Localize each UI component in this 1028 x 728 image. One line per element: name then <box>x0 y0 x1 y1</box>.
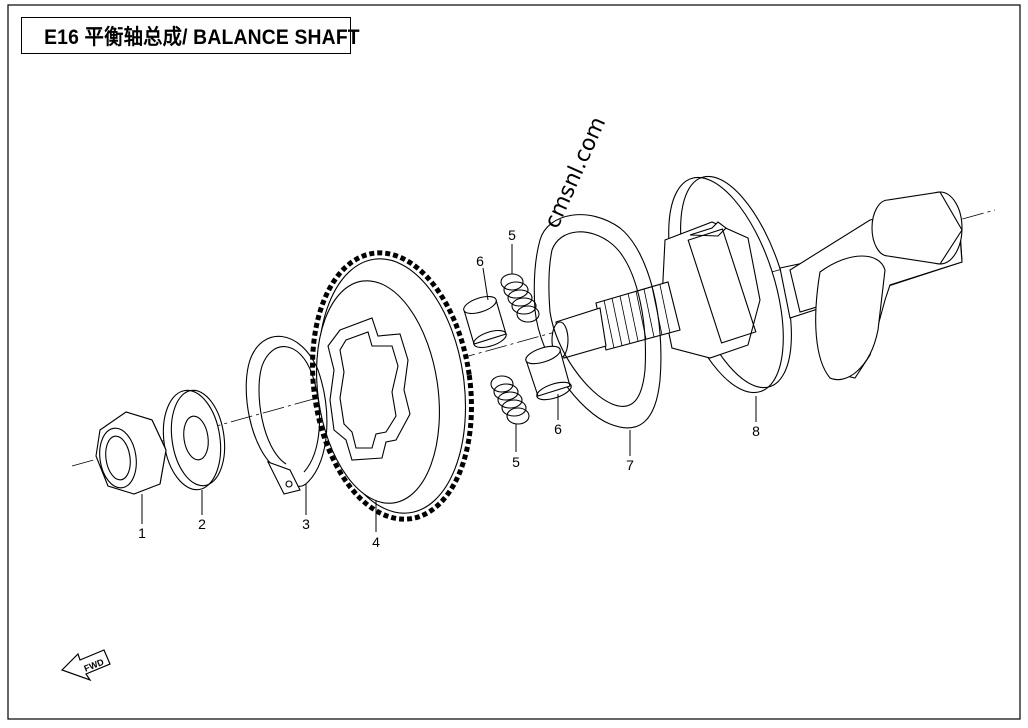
callout-6-lower: 6 <box>554 421 562 437</box>
part-balance-gear <box>310 250 474 522</box>
callouts: 1 2 3 4 5 6 5 6 7 8 <box>138 227 760 550</box>
part-pin-upper <box>463 295 507 349</box>
callout-2: 2 <box>198 516 206 532</box>
part-balance-shaft <box>551 175 963 394</box>
part-washer <box>162 389 226 491</box>
callout-5-lower: 5 <box>512 454 520 470</box>
callout-4: 4 <box>372 534 380 550</box>
title-box: E16 平衡轴总成/ BALANCE SHAFT <box>21 17 360 54</box>
leader-lines <box>141 244 757 532</box>
part-pin-lower <box>525 345 572 401</box>
callout-6-upper: 6 <box>476 253 484 269</box>
callout-3: 3 <box>302 516 310 532</box>
callout-1: 1 <box>138 525 146 541</box>
part-snap-ring <box>245 335 328 495</box>
part-hex-nut <box>95 411 167 495</box>
callout-8: 8 <box>752 423 760 439</box>
part-spring-upper <box>500 273 540 323</box>
part-spring-lower <box>490 375 530 425</box>
fwd-arrow-icon: FWD <box>60 649 111 682</box>
sheet-border <box>7 4 1021 720</box>
callout-5-upper: 5 <box>508 227 516 243</box>
callout-7: 7 <box>626 457 634 473</box>
page-title: E16 平衡轴总成/ BALANCE SHAFT <box>44 25 360 49</box>
